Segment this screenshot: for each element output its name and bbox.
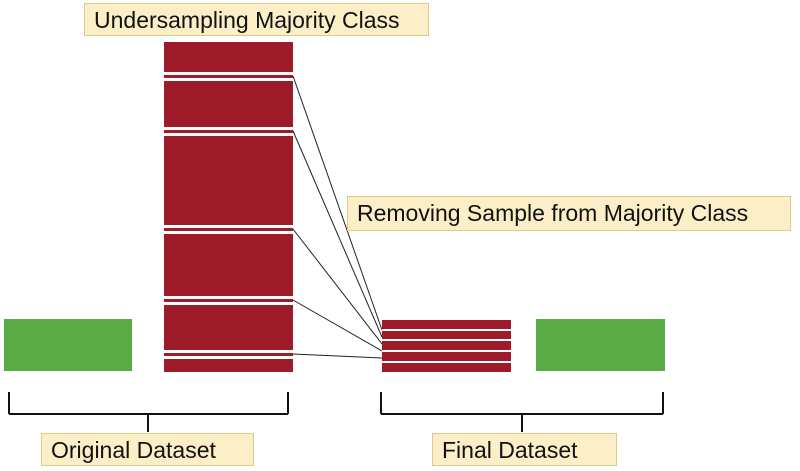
removed-stripe — [164, 296, 293, 299]
removed-stripe — [164, 78, 293, 81]
removed-stripe — [164, 225, 293, 228]
sample-connector-lines — [292, 75, 383, 359]
removed-sample-stripes — [164, 72, 293, 359]
final-dataset-label: Final Dataset — [432, 433, 617, 466]
final-stripe — [382, 361, 511, 363]
removed-stripe — [164, 127, 293, 130]
final-majority-stripes — [382, 329, 511, 363]
final-majority-block — [382, 320, 511, 372]
removed-stripe — [164, 133, 293, 136]
removed-stripe — [164, 231, 293, 234]
removing-sample-annotation: Removing Sample from Majority Class — [347, 196, 791, 231]
original-minority-block — [4, 319, 132, 371]
final-stripe — [382, 329, 511, 331]
original-majority-block — [164, 42, 293, 372]
connector-line — [292, 353, 383, 359]
removed-stripe — [164, 302, 293, 305]
original-dataset-label: Original Dataset — [41, 433, 254, 466]
final-dataset-bracket — [380, 392, 664, 432]
connector-line — [292, 130, 383, 338]
connector-line — [292, 75, 383, 331]
removed-stripe — [164, 356, 293, 359]
final-stripe — [382, 350, 511, 352]
original-dataset-bracket — [8, 392, 289, 432]
connector-line — [292, 228, 383, 345]
connector-line — [292, 299, 383, 352]
removed-stripe — [164, 72, 293, 75]
final-minority-block — [536, 319, 665, 371]
removed-stripe — [164, 350, 293, 353]
title-label: Undersampling Majority Class — [84, 3, 429, 36]
final-stripe — [382, 339, 511, 341]
